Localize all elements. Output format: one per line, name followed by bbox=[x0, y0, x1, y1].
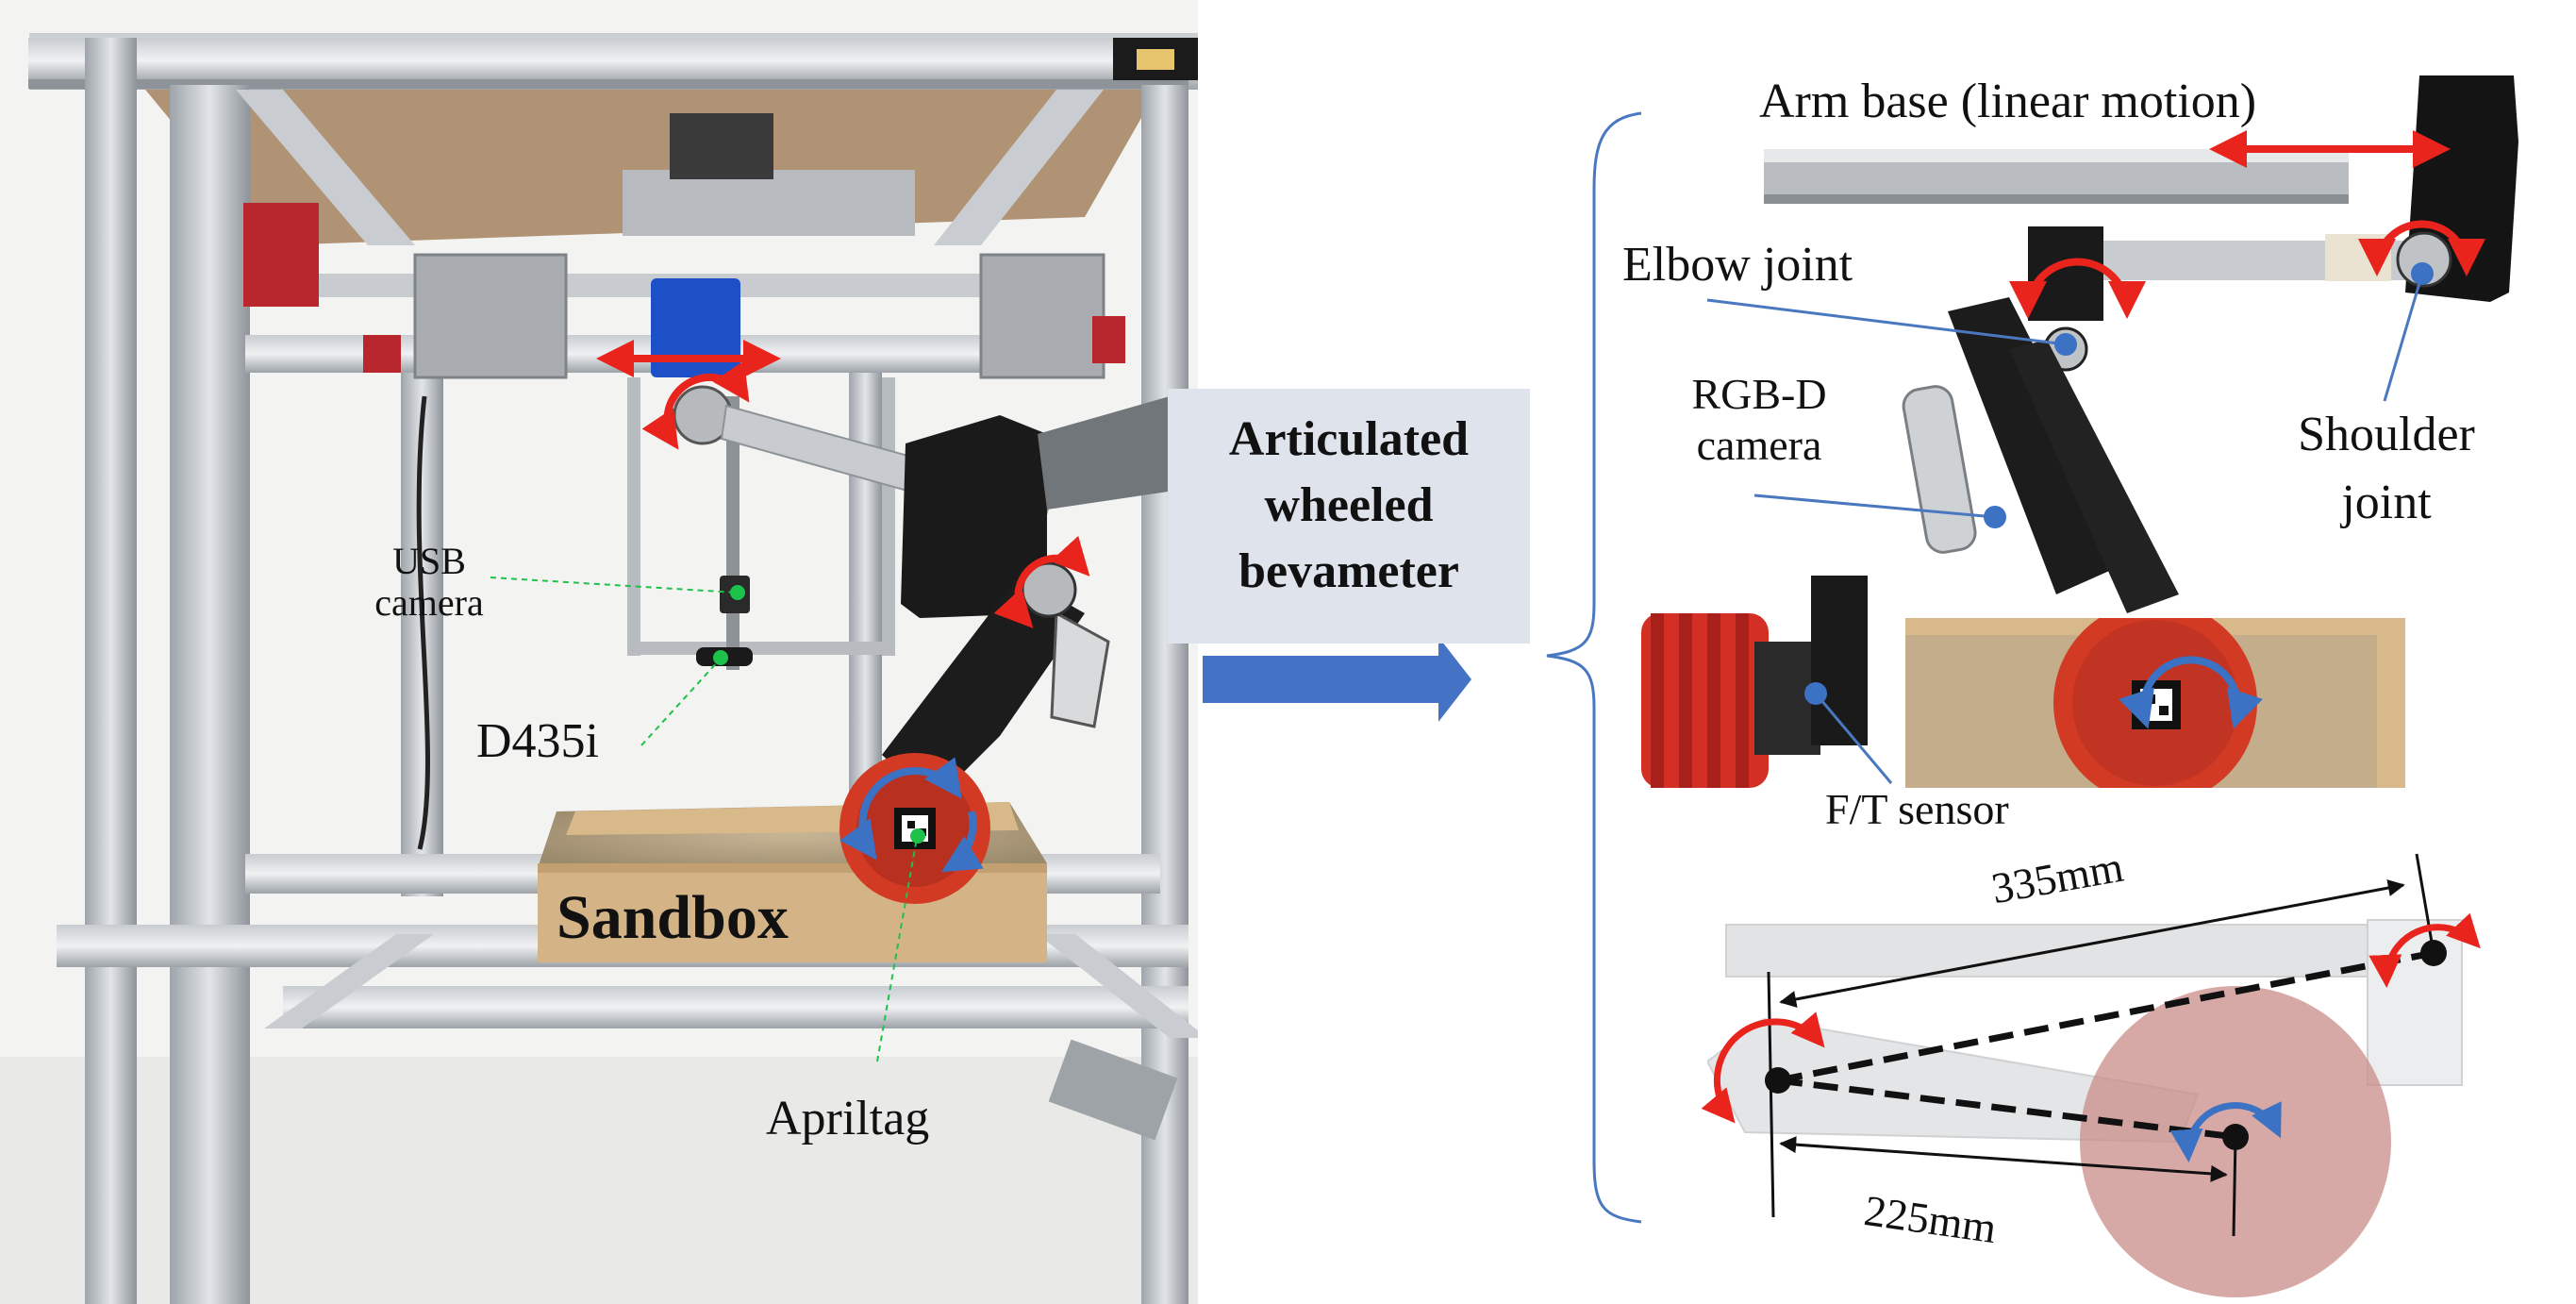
rgbd-camera-label-line1: RGB-D bbox=[1691, 370, 1827, 418]
bevameter-label-box bbox=[1168, 389, 1530, 644]
shoulder-joint-label: Shoulder joint bbox=[2283, 410, 2490, 527]
testbed-photo-drawing bbox=[0, 0, 1198, 1304]
rgbd-camera-label: RGB-D camera bbox=[1660, 373, 1858, 467]
usb-camera-label-line2: camera bbox=[374, 581, 484, 624]
wheel-sand-photo bbox=[1905, 618, 2405, 788]
apriltag-label: Apriltag bbox=[766, 1092, 930, 1145]
sandbox-label: Sandbox bbox=[557, 883, 789, 952]
bevameter-label-line2: wheeled bbox=[1264, 478, 1434, 532]
rgbd-camera-label-line2: camera bbox=[1696, 421, 1822, 469]
ft-sensor-drawing bbox=[1641, 576, 1886, 807]
shoulder-joint-label-line1: Shoulder bbox=[2298, 408, 2475, 461]
bevameter-label: Articulated wheeled bevameter bbox=[1168, 415, 1530, 596]
d435i-label: D435i bbox=[476, 714, 599, 768]
ft-sensor-label: F/T sensor bbox=[1825, 785, 2009, 833]
bevameter-label-line1: Articulated bbox=[1228, 412, 1470, 466]
schematic-diagram bbox=[1707, 830, 2575, 1302]
elbow-joint-label: Elbow joint bbox=[1622, 238, 1853, 292]
usb-camera-label-line1: USB bbox=[392, 540, 466, 582]
ft-sensor-photo bbox=[1641, 576, 1886, 807]
arm-top-drawing bbox=[1613, 66, 2518, 632]
shoulder-joint-label-line2: joint bbox=[2341, 476, 2432, 529]
bevameter-label-line3: bevameter bbox=[1238, 544, 1459, 598]
usb-camera-label: USB camera bbox=[373, 543, 486, 622]
wheel-sand-drawing bbox=[1905, 618, 2405, 788]
schematic-wheel bbox=[2080, 986, 2391, 1297]
schematic-drawing bbox=[1707, 830, 2575, 1302]
testbed-photo bbox=[0, 0, 1198, 1304]
arm-base-label: Arm base (linear motion) bbox=[1759, 75, 2257, 128]
direction-arrow-icon bbox=[1203, 637, 1471, 722]
arm-top-photo bbox=[1613, 66, 2518, 632]
